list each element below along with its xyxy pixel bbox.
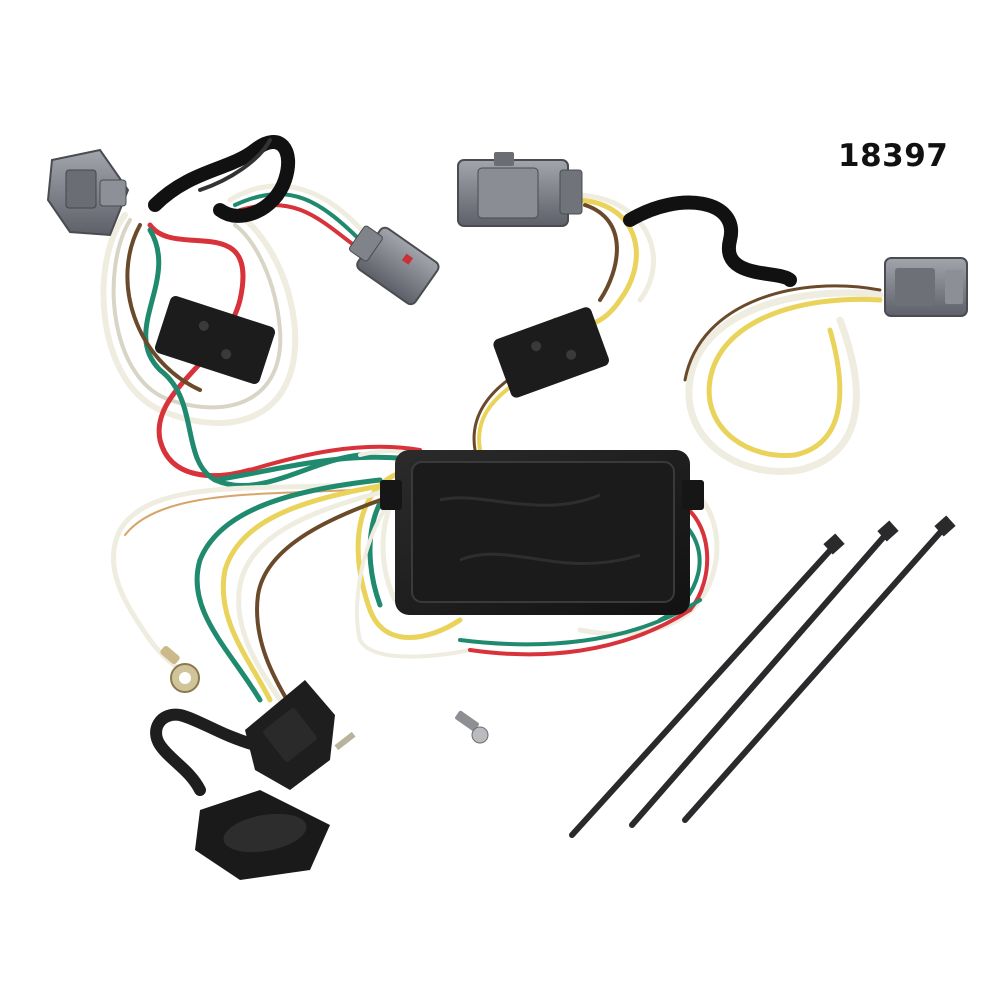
cable-tie	[629, 520, 899, 828]
cable-tie	[682, 515, 956, 823]
left-vehicle-connector	[46, 148, 130, 237]
right-vehicle-connector	[457, 152, 583, 227]
four-way-connector	[150, 680, 356, 880]
right-splice-block	[493, 307, 609, 398]
right-mating-connector	[884, 257, 968, 317]
converter-module	[380, 450, 704, 615]
ground-ring-terminal	[160, 645, 200, 693]
left-harness	[100, 135, 373, 488]
mounting-screw	[455, 710, 489, 744]
left-splice-block	[154, 296, 276, 384]
main-wire-bundle	[110, 444, 720, 707]
right-harness	[472, 192, 884, 475]
cable-tie	[569, 533, 845, 838]
left-mating-connector	[348, 225, 440, 306]
cable-ties	[569, 515, 956, 838]
part-number-label: 18397	[838, 138, 949, 174]
